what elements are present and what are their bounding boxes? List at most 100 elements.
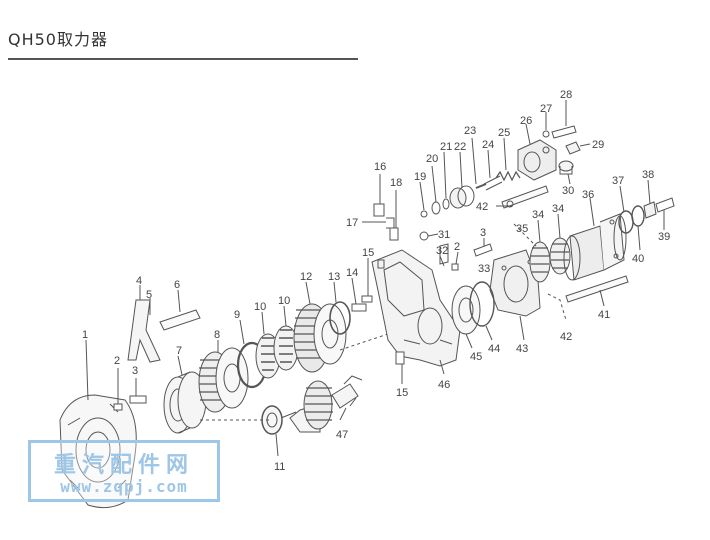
callout-16: 16 [374,161,386,173]
callout-37: 37 [612,175,624,187]
watermark-site-name: 重汽配件网 [53,453,194,478]
callout-43: 43 [516,343,528,355]
callout-31: 31 [438,229,450,241]
part-nut-38 [643,201,657,219]
part-bolt-3 [129,395,147,404]
part-main-housing-46 [371,249,461,367]
part-ring-20 [431,201,441,215]
callout-5: 5 [146,289,152,301]
part-pin-17 [362,217,395,229]
callout-39: 39 [658,231,670,243]
callout-18: 18 [390,177,402,189]
callout-40: 40 [632,253,644,265]
part-bearing-34b [549,237,571,275]
part-fitting-30 [558,160,574,175]
callout-10a: 10 [254,301,266,313]
part-ring-45 [451,285,481,335]
callout-25: 25 [498,127,510,139]
callout-30: 30 [562,185,574,197]
part-gear-12 [293,303,347,373]
callout-35: 35 [516,223,528,235]
part-bolt-15a [361,295,373,303]
part-plug-16 [373,203,385,217]
callout-8: 8 [214,329,220,341]
part-bolt-14 [351,303,367,312]
callout-36: 36 [582,189,594,201]
callout-34b: 34 [552,203,564,215]
callout-33: 33 [478,263,490,275]
part-fitting-29 [565,141,581,155]
part-bolt-2 [113,403,123,411]
callout-labels: 1 2 3 4 5 6 7 8 9 10 10 11 12 13 14 15 1… [82,89,670,473]
callout-44: 44 [488,343,500,355]
part-ring-21 [442,198,450,210]
page-title: QH50取力器 [8,30,108,49]
callout-46: 46 [438,379,450,391]
part-shift-fork [127,299,161,363]
callout-38: 38 [642,169,654,181]
callout-21: 21 [440,141,452,153]
callout-32: 32 [436,245,448,257]
callout-10b: 10 [278,295,290,307]
part-bearing-34a [529,241,551,283]
part-pin-23 [475,183,487,189]
part-bolt-28 [551,125,577,139]
callout-41: 41 [598,309,610,321]
part-bolt-39 [655,197,675,213]
part-rod-41 [565,275,629,303]
part-piston-22 [449,185,475,209]
part-rod-long [501,185,549,209]
part-bolt-15b [395,351,405,365]
callout-7: 7 [176,345,182,357]
part-shaft-6 [159,309,201,331]
part-washer-13 [329,301,351,335]
callout-6: 6 [174,279,180,291]
callout-26: 26 [520,115,532,127]
callout-3b: 3 [480,227,486,239]
title-underline [8,58,358,60]
callout-29: 29 [592,139,604,151]
part-ball-19 [420,210,428,218]
callout-15b: 15 [396,387,408,399]
callout-47: 47 [336,429,348,441]
callout-20: 20 [426,153,438,165]
callout-27: 27 [540,103,552,115]
part-bolt-3b [473,243,493,257]
callout-4: 4 [136,275,142,287]
part-housing-cover [59,394,137,509]
callout-24: 24 [482,139,494,151]
part-washer-27 [542,130,550,138]
callout-3: 3 [132,365,138,377]
callout-9: 9 [234,309,240,321]
part-ring-44 [469,281,495,327]
callout-28: 28 [560,89,572,101]
leader-1 [85,339,89,401]
callout-34a: 34 [532,209,544,221]
part-gear-8 [198,347,249,413]
callout-12: 12 [300,271,312,283]
part-cylinder-26 [517,139,557,181]
callout-2b: 2 [454,241,460,253]
callout-42b: 42 [560,331,572,343]
part-shaft-gear-47 [275,375,363,433]
callout-23: 23 [464,125,476,137]
callout-1: 1 [82,329,88,341]
watermark-logo: 重汽配件网 www.zqpj.com [28,440,220,502]
callout-2: 2 [114,355,120,367]
part-seal-11 [261,405,283,435]
part-bolt-2b [451,263,459,271]
callout-22: 22 [454,141,466,153]
part-ball-31 [419,231,429,241]
part-output-flange-36 [563,213,627,281]
callout-45: 45 [470,351,482,363]
part-pin-32 [439,243,449,265]
watermark-url: www.zqpj.com [60,477,188,496]
callout-13: 13 [328,271,340,283]
part-washer-40 [631,205,645,227]
part-pin-18 [389,227,399,241]
part-rod-24 [483,175,503,191]
callout-15a: 15 [362,247,374,259]
callout-19: 19 [414,171,426,183]
